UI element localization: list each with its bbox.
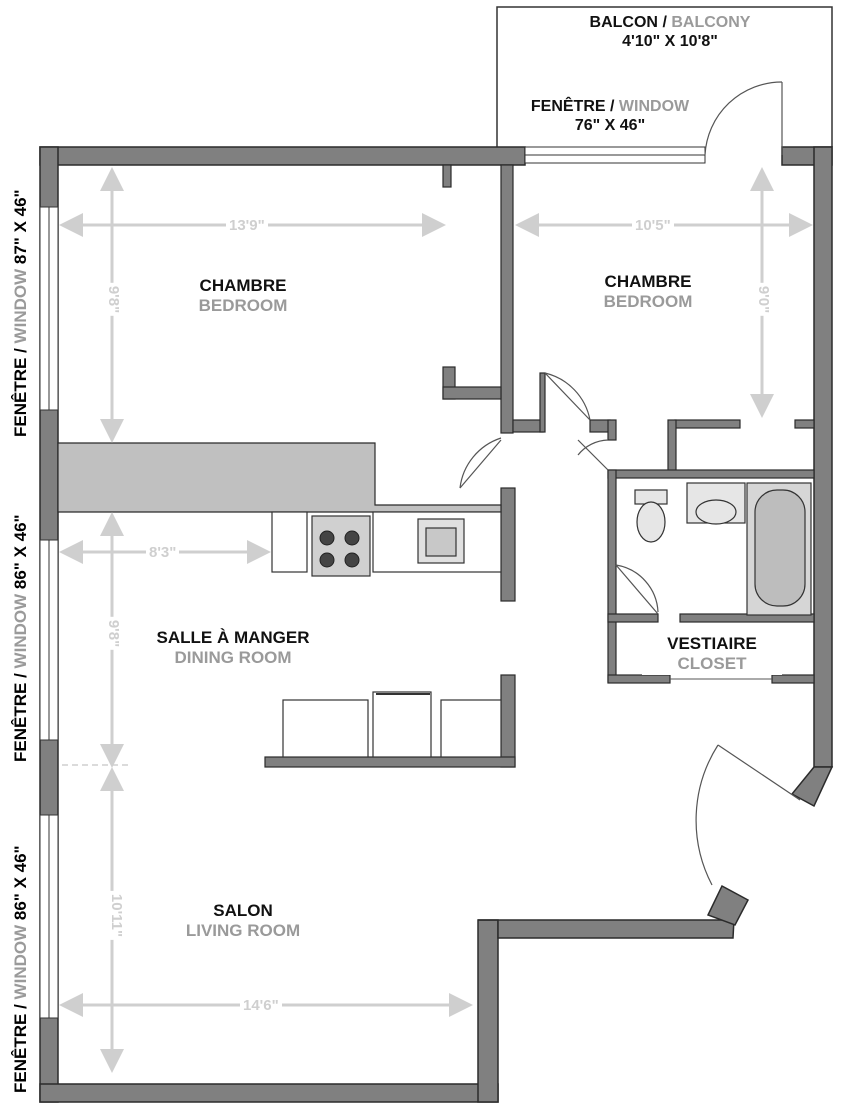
balcony-label: BALCON / BALCONY 4'10" X 10'8": [540, 13, 800, 51]
side-window-2-en: WINDOW: [11, 593, 30, 669]
kitchen-counter: [57, 442, 502, 513]
doors: [459, 81, 801, 886]
side-window-3-label: FENÊTRE / WINDOW 86" X 46": [11, 845, 30, 1093]
stove-burners: [319, 530, 360, 568]
living-room-name-fr: SALON: [213, 901, 273, 920]
dining-room-name-fr: SALLE À MANGER: [156, 628, 310, 647]
bedroom-1-width-dim: 13'9": [226, 218, 268, 233]
top-window-label: FENÊTRE / WINDOW 76" X 46": [480, 97, 740, 135]
living-room-label: SALON LIVING ROOM: [143, 901, 343, 942]
side-window-2-size: 86" X 46": [11, 514, 30, 590]
bedroom-2-depth-dim: 9'0": [755, 282, 772, 317]
top-window-name-en: WINDOW: [618, 98, 690, 115]
bedroom-2-label: CHAMBRE BEDROOM: [573, 272, 723, 313]
bathroom-fixtures: [634, 482, 812, 616]
bedroom-1-name-en: BEDROOM: [198, 296, 288, 316]
bedroom-2-name-en: BEDROOM: [603, 292, 693, 312]
bedroom-2-name-fr: CHAMBRE: [604, 272, 692, 291]
balcony-outline: [496, 6, 833, 147]
side-window-3-fr: FENÊTRE: [11, 1013, 30, 1093]
top-window-name-fr: FENÊTRE: [530, 98, 606, 115]
bedroom-1-label: CHAMBRE BEDROOM: [168, 276, 318, 317]
top-window-size: 76" X 46": [574, 117, 646, 135]
living-room-name-en: LIVING ROOM: [185, 921, 301, 941]
balcony-name-fr: BALCON: [589, 14, 658, 31]
dining-depth-dim: 9'8": [105, 616, 122, 651]
side-window-1-size: 87" X 46": [11, 189, 30, 265]
closet-name-en: CLOSET: [677, 654, 747, 674]
bedroom-2-width-dim: 10'5": [632, 218, 674, 233]
side-window-3-en: WINDOW: [11, 924, 30, 1000]
side-window-3-separator: /: [11, 1004, 30, 1009]
side-window-2-separator: /: [11, 673, 30, 678]
side-window-1-separator: /: [11, 348, 30, 353]
kitchen-fixtures: [271, 511, 502, 758]
living-depth-dim: 10'11": [108, 890, 125, 941]
closet-name-fr: VESTIAIRE: [667, 634, 757, 653]
side-window-2-label: FENÊTRE / WINDOW 86" X 46": [11, 514, 30, 762]
side-window-3-size: 86" X 46": [11, 845, 30, 921]
side-window-2-fr: FENÊTRE: [11, 682, 30, 762]
dining-width-dim: 8'3": [146, 545, 180, 560]
dining-room-label: SALLE À MANGER DINING ROOM: [133, 628, 333, 669]
side-window-1-en: WINDOW: [11, 268, 30, 344]
balcony-separator: /: [662, 14, 667, 31]
side-window-1-fr: FENÊTRE: [11, 357, 30, 437]
bedroom-1-depth-dim: 9'8": [105, 282, 122, 317]
dining-room-name-en: DINING ROOM: [174, 648, 292, 668]
top-window-separator: /: [610, 98, 615, 115]
side-window-1-label: FENÊTRE / WINDOW 87" X 46": [11, 189, 30, 437]
bedroom-1-name-fr: CHAMBRE: [199, 276, 287, 295]
closet-label: VESTIAIRE CLOSET: [642, 634, 782, 675]
balcony-size: 4'10" X 10'8": [622, 33, 718, 51]
balcony-name-en: BALCONY: [671, 14, 751, 31]
living-width-dim: 14'6": [240, 998, 282, 1013]
